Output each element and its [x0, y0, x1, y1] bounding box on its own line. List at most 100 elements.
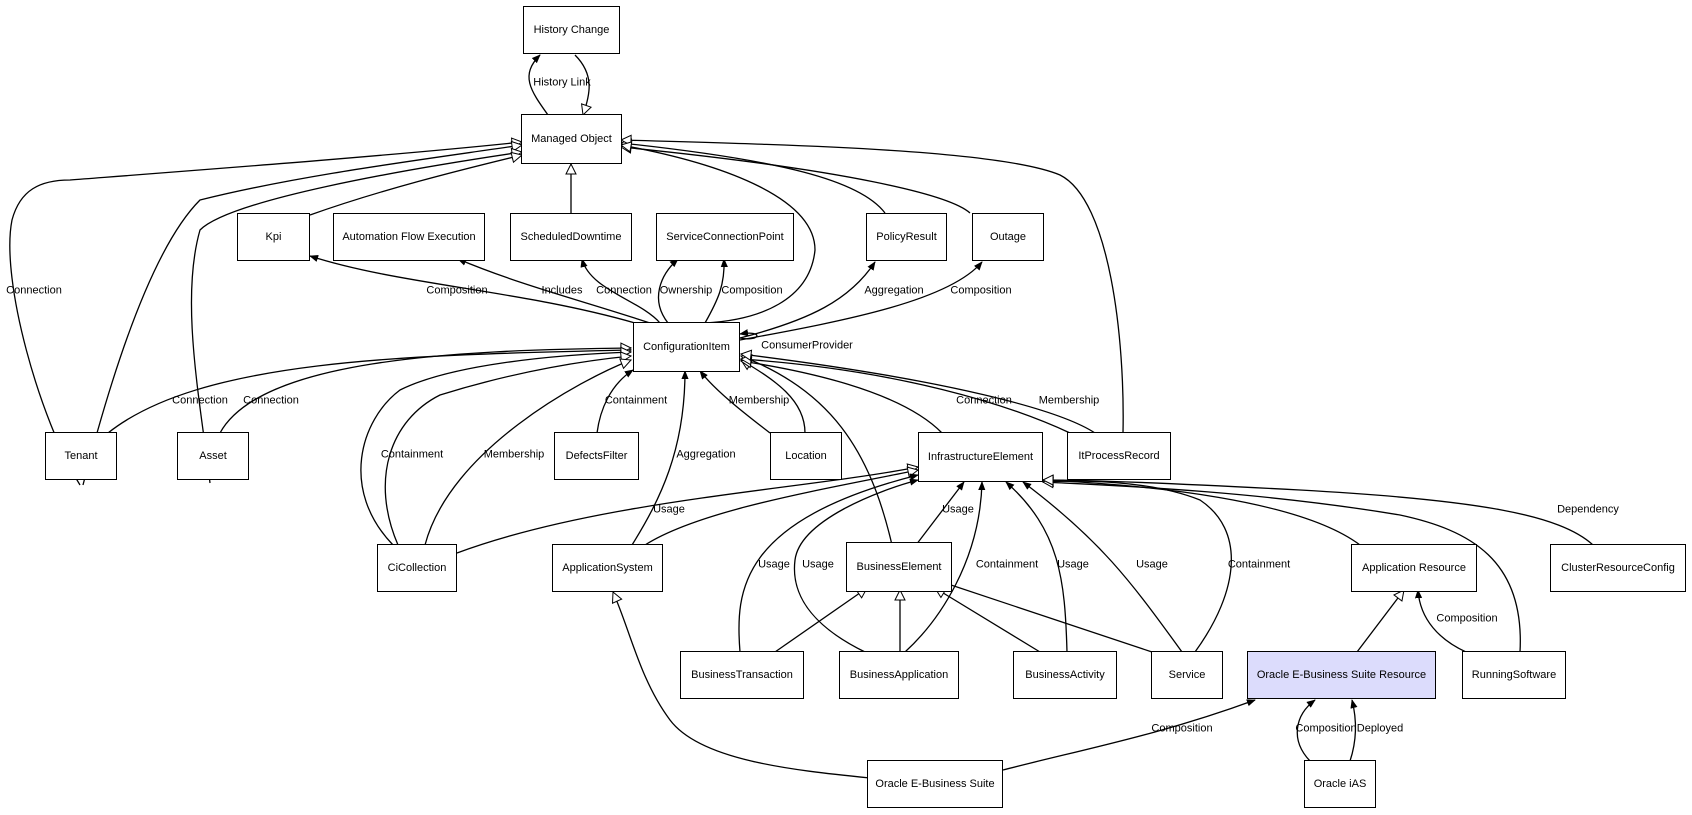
label-cic-usage: Usage: [653, 503, 685, 516]
edge-ci-sd: [580, 258, 661, 324]
node-service[interactable]: Service: [1151, 651, 1223, 699]
edge-ci-mo: [621, 145, 816, 324]
label-defects-containment: Containment: [604, 394, 668, 407]
label-ias-composition: Composition: [1295, 722, 1357, 735]
edge-ci-kpi: [309, 255, 636, 324]
node-business-activity[interactable]: BusinessActivity: [1013, 651, 1117, 699]
edge-consumer-provider: [739, 329, 758, 340]
node-oracle-ebs[interactable]: Oracle E-Business Suite: [867, 760, 1003, 808]
edge-itpr-ci-connection: [741, 359, 1071, 434]
edge-crc-ie: [1043, 480, 1594, 546]
label-oebs-composition: Composition: [1151, 722, 1213, 735]
node-outage[interactable]: Outage: [972, 213, 1044, 261]
edge-cic-ci-2: [384, 356, 631, 546]
label-ba-usage: Usage: [802, 558, 834, 571]
edge-itpr-ci-membership: [741, 354, 1096, 434]
node-kpi[interactable]: Kpi: [237, 213, 310, 261]
edge-bt-ie: [738, 473, 919, 653]
edge-ci-pr: [739, 261, 876, 339]
node-tenant[interactable]: Tenant: [45, 432, 117, 480]
node-application-system[interactable]: ApplicationSystem: [552, 544, 663, 592]
label-tenant-connection-mo: Connection: [6, 284, 62, 297]
edge-location-ci-membership: [699, 370, 771, 434]
node-cluster-resource-config[interactable]: ClusterResourceConfig: [1550, 544, 1686, 592]
label-ias-deployed: Deployed: [1356, 722, 1404, 735]
node-automation-flow-execution[interactable]: Automation Flow Execution: [333, 213, 485, 261]
label-history-link: History Link: [533, 76, 591, 89]
edge-svc-ie: [1022, 481, 1183, 653]
node-location[interactable]: Location: [770, 432, 842, 480]
edge-asset-ci: [219, 348, 631, 434]
label-outage-composition: Composition: [950, 284, 1012, 297]
edge-cic-ci-1: [360, 352, 631, 546]
label-consumer-provider: ConsumerProvider: [761, 339, 853, 352]
node-running-software[interactable]: RunningSoftware: [1462, 651, 1566, 699]
node-asset[interactable]: Asset: [177, 432, 249, 480]
edge-cic-ie: [456, 467, 918, 554]
edge-ci-outage: [739, 261, 983, 341]
edge-cic-ci-membership: [424, 360, 631, 546]
edge-bact-ie: [1005, 481, 1068, 653]
label-svc-usage: Usage: [1136, 558, 1168, 571]
edge-as-ie: [644, 470, 918, 546]
node-oracle-ias[interactable]: Oracle iAS: [1304, 760, 1376, 808]
node-oracle-ebs-resource[interactable]: Oracle E-Business Suite Resource: [1247, 651, 1436, 699]
label-itpr-membership: Membership: [1038, 394, 1100, 407]
edge-as-ci: [631, 370, 689, 546]
edge-outage-mo: [621, 147, 971, 214]
label-ba-containment: Containment: [975, 558, 1039, 571]
node-defects-filter[interactable]: DefectsFilter: [554, 432, 639, 480]
edge-bt-be: [774, 588, 867, 653]
edge-ias-oebsr-composition: [1296, 699, 1316, 762]
edge-oebs-oebsr: [1002, 699, 1256, 771]
edge-tenant-ci: [107, 350, 631, 434]
label-be-usage: Usage: [942, 503, 974, 516]
label-bact-usage: Usage: [1057, 558, 1089, 571]
label-cic-containment: Containment: [380, 448, 444, 461]
edge-oebs-as: [613, 592, 871, 779]
node-policy-result[interactable]: PolicyResult: [866, 213, 947, 261]
edge-rs-ar: [1414, 589, 1467, 653]
label-cic-membership: Membership: [483, 448, 545, 461]
edge-svc-be: [936, 580, 1153, 653]
label-scp-ownership: Ownership: [659, 284, 713, 297]
node-application-resource[interactable]: Application Resource: [1351, 544, 1477, 592]
node-it-process-record[interactable]: ItProcessRecord: [1067, 432, 1171, 480]
edge-rs-ie: [1043, 482, 1521, 653]
node-history-change[interactable]: History Change: [523, 6, 620, 54]
label-scp-composition: Composition: [721, 284, 783, 297]
node-ci-collection[interactable]: CiCollection: [377, 544, 457, 592]
edge-oebsr-ar: [1356, 590, 1404, 653]
edge-ba-ie-containment: [904, 481, 986, 653]
label-itpr-connection: Connection: [956, 394, 1012, 407]
node-business-transaction[interactable]: BusinessTransaction: [680, 651, 804, 699]
edge-ias-oebsr-deployed: [1349, 699, 1358, 762]
edge-ci-afe: [457, 258, 651, 324]
edge-asset-mo: [190, 152, 522, 484]
label-as-aggregation: Aggregation: [676, 448, 736, 461]
node-business-element[interactable]: BusinessElement: [846, 542, 952, 592]
node-business-application[interactable]: BusinessApplication: [839, 651, 959, 699]
edge-be-ie: [915, 481, 965, 546]
label-sd-connection: Connection: [596, 284, 652, 297]
label-pr-aggregation: Aggregation: [864, 284, 924, 297]
label-bt-usage: Usage: [758, 558, 790, 571]
node-configuration-item[interactable]: ConfigurationItem: [633, 322, 740, 372]
edge-tenant-connection-mo: [9, 142, 522, 486]
node-service-connection-point[interactable]: ServiceConnectionPoint: [656, 213, 794, 261]
node-infrastructure-element[interactable]: InfrastructureElement: [918, 432, 1043, 482]
label-svc-containment: Containment: [1227, 558, 1291, 571]
node-scheduled-downtime[interactable]: ScheduledDowntime: [510, 213, 632, 261]
edge-bact-be: [935, 588, 1041, 653]
label-kpi-composition: Composition: [426, 284, 488, 297]
label-tenant-connection-ci: Connection: [172, 394, 228, 407]
edge-kpi-mo: [309, 155, 522, 216]
edge-ie-ci: [741, 361, 943, 434]
edge-history-link: [528, 54, 549, 116]
node-managed-object[interactable]: Managed Object: [521, 114, 622, 164]
label-location-membership: Membership: [728, 394, 790, 407]
edge-itpr-mo: [621, 140, 1124, 434]
edge-pr-mo: [621, 143, 886, 214]
edge-history-generalization: [574, 54, 589, 115]
label-afe-includes: Includes: [541, 284, 583, 297]
